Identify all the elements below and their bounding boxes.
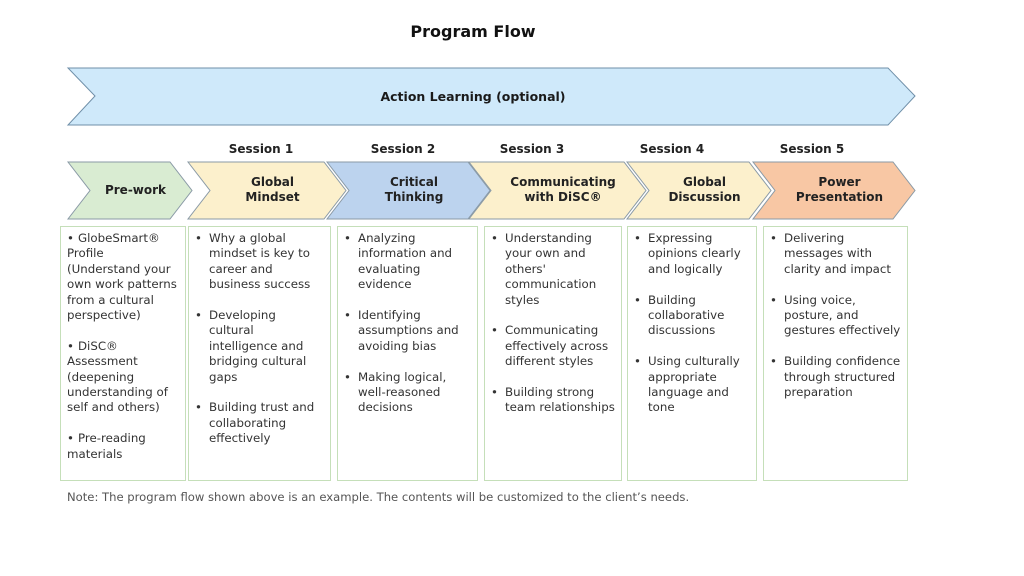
step-label: Global Discussion (668, 175, 741, 204)
step-content-box: Understanding your own and others' commu… (484, 226, 622, 481)
bullet-item: Using voice, posture, and gestures effec… (770, 293, 901, 339)
bullet-item: Building strong team relationships (491, 385, 615, 416)
bullet-item: DiSC® Assessment (deepening understandin… (67, 339, 179, 416)
bullet-item: Making logical, well-reasoned decisions (344, 370, 471, 416)
bullet-item: Identifying assumptions and avoiding bia… (344, 308, 471, 354)
action-learning-banner-arrow (66, 67, 916, 126)
step-label: Critical Thinking (384, 175, 444, 204)
bullet-item: Building confidence through structured p… (770, 354, 901, 400)
step-label: Global Mindset (245, 175, 300, 204)
step-chevron-6 (751, 161, 916, 220)
bullet-list: Why a global mindset is key to career an… (195, 231, 324, 447)
page-title: Program Flow (410, 22, 536, 41)
step-content-box: Analyzing information and evaluating evi… (337, 226, 478, 481)
session-label: Session 4 (639, 142, 705, 156)
step-content-box: Expressing opinions clearly and logicall… (627, 226, 757, 481)
bullet-item: Using culturally appropriate language an… (634, 354, 750, 416)
step-chevron-5 (625, 161, 772, 220)
step-chevron-3 (325, 161, 491, 220)
bullet-item: Pre-reading materials (67, 431, 179, 462)
bullet-list: Delivering messages with clarity and imp… (770, 231, 901, 400)
bullet-item: Building trust and collaborating effecti… (195, 400, 324, 446)
bullet-list: GlobeSmart® Profile (Understand your own… (67, 231, 179, 462)
step-content-box: Why a global mindset is key to career an… (188, 226, 331, 481)
action-learning-label: Action Learning (optional) (380, 89, 566, 104)
session-label: Session 5 (779, 142, 845, 156)
step-label: Pre-work (104, 182, 167, 197)
session-label: Session 1 (228, 142, 294, 156)
footnote: Note: The program flow shown above is an… (67, 490, 690, 504)
bullet-item: Building collaborative discussions (634, 293, 750, 339)
bullet-list: Expressing opinions clearly and logicall… (634, 231, 750, 416)
step-chevron-2 (186, 161, 347, 220)
step-chevron-4 (467, 161, 647, 220)
step-chevron-1 (66, 161, 193, 220)
bullet-list: Analyzing information and evaluating evi… (344, 231, 471, 416)
bullet-item: Communicating effectively across differe… (491, 323, 615, 369)
step-content-box: GlobeSmart® Profile (Understand your own… (60, 226, 186, 481)
bullet-item: Why a global mindset is key to career an… (195, 231, 324, 293)
step-label: Power Presentation (795, 175, 884, 204)
session-label: Session 2 (370, 142, 436, 156)
step-chevrons (66, 161, 916, 220)
bullet-item: Understanding your own and others' commu… (491, 231, 615, 308)
step-label: Communicating with DiSC® (510, 175, 616, 204)
bullet-item: Expressing opinions clearly and logicall… (634, 231, 750, 277)
bullet-item: GlobeSmart® Profile (Understand your own… (67, 231, 179, 323)
session-label: Session 3 (499, 142, 565, 156)
bullet-item: Analyzing information and evaluating evi… (344, 231, 471, 293)
bullet-item: Developing cultural intelligence and bri… (195, 308, 324, 385)
bullet-list: Understanding your own and others' commu… (491, 231, 615, 416)
step-content-box: Delivering messages with clarity and imp… (763, 226, 908, 481)
bullet-item: Delivering messages with clarity and imp… (770, 231, 901, 277)
